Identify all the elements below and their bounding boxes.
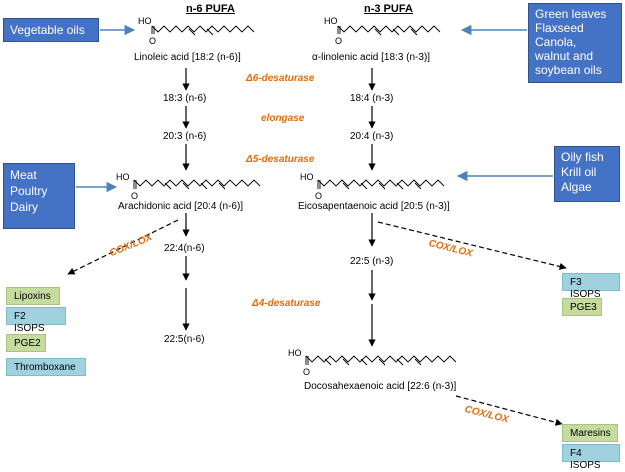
product-maresins: Maresins	[562, 424, 618, 442]
label-n6-22-4: 22:4(n-6)	[164, 243, 205, 254]
enzyme-d6-desaturase: Δ6-desaturase	[246, 73, 315, 84]
label-n3-22-5: 22:5 (n-3)	[350, 256, 394, 267]
label-dha: Docosahexaenoic acid [22:6 (n-3)]	[304, 381, 457, 392]
chem-o-dha: O	[303, 367, 310, 377]
structure-dha	[305, 355, 457, 366]
arrow-coxlox-epa	[377, 221, 567, 270]
label-n3-18-4: 18:4 (n-3)	[350, 93, 394, 104]
arrow-coxlox-dha	[455, 395, 563, 426]
chem-ho-alinolenic: HO	[324, 16, 338, 26]
source-line: soybean oils	[535, 63, 602, 77]
chem-ho-linoleic: HO	[138, 16, 152, 26]
source-line: Green leaves	[535, 7, 607, 21]
structure-alinolenic	[337, 25, 441, 36]
source-line: walnut and	[535, 49, 594, 63]
chem-o-alinolenic: O	[335, 36, 342, 46]
chem-ho-epa: HO	[300, 172, 314, 182]
product-f3-isops: F3 ISOPS	[562, 273, 620, 300]
source-line: Poultry	[10, 184, 48, 198]
source-line: Canola,	[535, 35, 577, 49]
header-n3: n-3 PUFA	[364, 3, 413, 15]
source-line: Dairy	[10, 200, 39, 214]
chem-ho-arachidonic: HO	[116, 172, 130, 182]
product-f2-isops: F2 ISOPS	[6, 307, 66, 334]
chem-o-epa: O	[315, 191, 322, 201]
label-epa: Eicosapentaenoic acid [20:5 (n-3)]	[298, 201, 450, 212]
source-green-leaves: Green leaves Flaxseed Canola, walnut and…	[528, 3, 622, 83]
chem-ho-dha: HO	[288, 348, 302, 358]
label-arachidonic: Arachidonic acid [20:4 (n-6)]	[118, 201, 244, 212]
structure-arachidonic	[133, 179, 261, 190]
chem-o-arachidonic: O	[131, 191, 138, 201]
enzyme-d4-desaturase: Δ4-desaturase	[252, 298, 321, 309]
enzyme-d5-desaturase: Δ5-desaturase	[246, 154, 315, 165]
label-n3-20-4: 20:4 (n-3)	[350, 131, 394, 142]
product-pge3: PGE3	[562, 298, 602, 316]
source-line: Vegetable oils	[10, 23, 85, 37]
source-line: Krill oil	[561, 165, 597, 179]
source-line: Oily fish	[561, 150, 604, 164]
product-lipoxins: Lipoxins	[6, 287, 60, 305]
source-line: Flaxseed	[535, 21, 584, 35]
source-vegetable-oils: Vegetable oils	[3, 18, 99, 42]
header-n6: n-6 PUFA	[186, 3, 235, 15]
enzyme-elongase: elongase	[261, 113, 305, 124]
label-alinolenic: α-linolenic acid [18:3 (n-3)]	[312, 52, 431, 63]
source-meat: Meat Poultry Dairy	[3, 163, 75, 229]
arrow-coxlox-n6	[67, 219, 179, 275]
product-f4-isops: F4 ISOPS	[562, 444, 620, 471]
source-oily-fish: Oily fish Krill oil Algae	[554, 146, 620, 202]
label-n6-22-5: 22:5(n-6)	[164, 334, 205, 345]
structure-linoleic	[151, 25, 255, 36]
label-linoleic: Linoleic acid [18:2 (n-6)]	[134, 52, 241, 63]
product-pge2: PGE2	[6, 334, 46, 352]
source-line: Meat	[10, 168, 37, 182]
product-thromboxane: Thromboxane	[6, 358, 86, 376]
source-line: Algae	[561, 180, 592, 194]
label-n6-20-3: 20:3 (n-6)	[163, 131, 207, 142]
label-n6-18-3: 18:3 (n-6)	[163, 93, 207, 104]
structure-epa	[317, 179, 445, 190]
chem-o-linoleic: O	[149, 36, 156, 46]
